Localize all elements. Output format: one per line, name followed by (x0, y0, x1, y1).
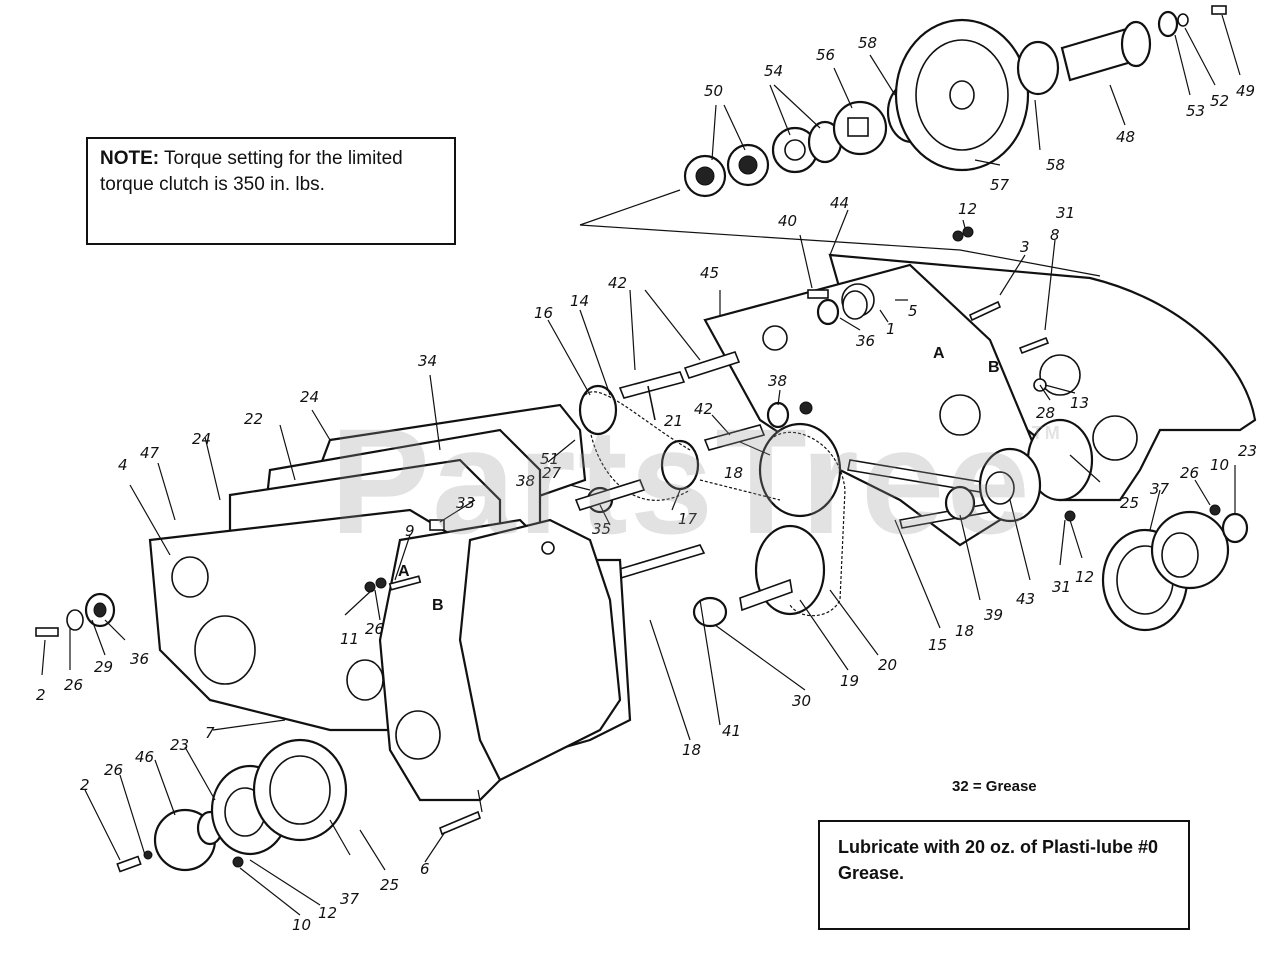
callout: 5 (908, 302, 918, 320)
callout: 12 (318, 904, 337, 922)
torque-note: NOTE: Torque setting for the limited tor… (86, 137, 456, 245)
callout: 58 (858, 34, 877, 52)
callout: 23 (170, 736, 189, 754)
letter-a-right: A (933, 345, 945, 362)
reference-letters: A B A B (398, 345, 1000, 614)
callout: 56 (816, 46, 835, 64)
callout: 42 (694, 400, 713, 418)
callout: 29 (94, 658, 113, 676)
left-housing-halves (148, 403, 632, 802)
note-text: Torque setting for the limited torque cl… (100, 148, 403, 195)
callout: 12 (1075, 568, 1094, 586)
callout: 14 (570, 292, 589, 310)
callout: 10 (292, 916, 311, 934)
callout: 17 (678, 510, 698, 528)
callout: 24 (192, 430, 211, 448)
callout: 18 (682, 741, 701, 759)
right-bearing-assembly (978, 418, 1249, 632)
callout: 35 (592, 520, 611, 538)
callout: 1 (886, 320, 896, 338)
callout: 33 (456, 494, 475, 512)
callout: 18 (955, 622, 974, 640)
callout: 41 (722, 722, 741, 740)
callout: 3 (1020, 238, 1030, 256)
callout: 51 (540, 450, 559, 468)
callout: 57 (990, 176, 1010, 194)
callout: 16 (534, 304, 553, 322)
callout: 46 (135, 748, 154, 766)
callout: 49 (1236, 82, 1255, 100)
callout: 43 (1016, 590, 1035, 608)
callout: 54 (764, 62, 783, 80)
callout: 18 (724, 464, 743, 482)
callout: 7 (205, 724, 215, 742)
callout: 23 (1238, 442, 1257, 460)
callout: 31 (1052, 578, 1071, 596)
callout: 2 (80, 776, 90, 794)
callout: 48 (1116, 128, 1135, 146)
callout: 26 (365, 620, 384, 638)
pulley-assembly (683, 5, 1227, 198)
note-label: NOTE: (100, 148, 160, 169)
letter-b-left: B (432, 597, 444, 614)
callout: 6 (420, 860, 430, 878)
callout: 9 (405, 522, 415, 540)
callout: 52 (1210, 92, 1229, 110)
callout: 25 (380, 876, 399, 894)
callout: 38 (516, 472, 535, 490)
leader-lines (41, 14, 1241, 916)
callout: 11 (340, 630, 359, 648)
callout: 36 (130, 650, 149, 668)
grease-legend: 32 = Grease (952, 778, 1037, 795)
callout: 8 (1050, 226, 1060, 244)
callout: 44 (830, 194, 849, 212)
callout: 19 (840, 672, 859, 690)
callout: 42 (608, 274, 627, 292)
callout: 26 (104, 761, 123, 779)
callout: 30 (792, 692, 811, 710)
callout: 25 (1120, 494, 1139, 512)
callout: 45 (700, 264, 719, 282)
letter-b-right: B (988, 359, 1000, 376)
callout: 12 (958, 200, 977, 218)
callout: 37 (340, 890, 360, 908)
callout: 58 (1046, 156, 1065, 174)
callout: 24 (300, 388, 319, 406)
letter-a-left: A (398, 563, 410, 580)
watermark: PartsTreeTM (330, 397, 1062, 565)
callout: 50 (704, 82, 723, 100)
callout: 21 (664, 412, 683, 430)
callout: 37 (1150, 480, 1170, 498)
callout: 26 (1180, 464, 1199, 482)
callout: 2 (36, 686, 46, 704)
callout: 34 (418, 352, 437, 370)
callout: 4 (118, 456, 128, 474)
callout: 27 (542, 464, 562, 482)
callout-numbers: 1 2 2 3 4 5 6 7 8 9 10 10 11 12 12 12 13… (36, 34, 1257, 934)
callout: 20 (878, 656, 897, 674)
callout: 26 (64, 676, 83, 694)
callout: 28 (1036, 404, 1055, 422)
callout: 39 (984, 606, 1003, 624)
callout: 10 (1210, 456, 1229, 474)
callout: 53 (1186, 102, 1205, 120)
callout: 22 (244, 410, 263, 428)
callout: 13 (1070, 394, 1089, 412)
callout: 31 (1056, 204, 1075, 222)
lubrication-note: Lubricate with 20 oz. of Plasti-lube #0 … (818, 820, 1190, 930)
callout: 36 (856, 332, 875, 350)
callout: 47 (140, 444, 160, 462)
fasteners (364, 226, 1047, 593)
callout: 38 (768, 372, 787, 390)
left-bearing-assembly (35, 592, 348, 873)
callout: 15 (928, 636, 947, 654)
callout: 40 (778, 212, 797, 230)
